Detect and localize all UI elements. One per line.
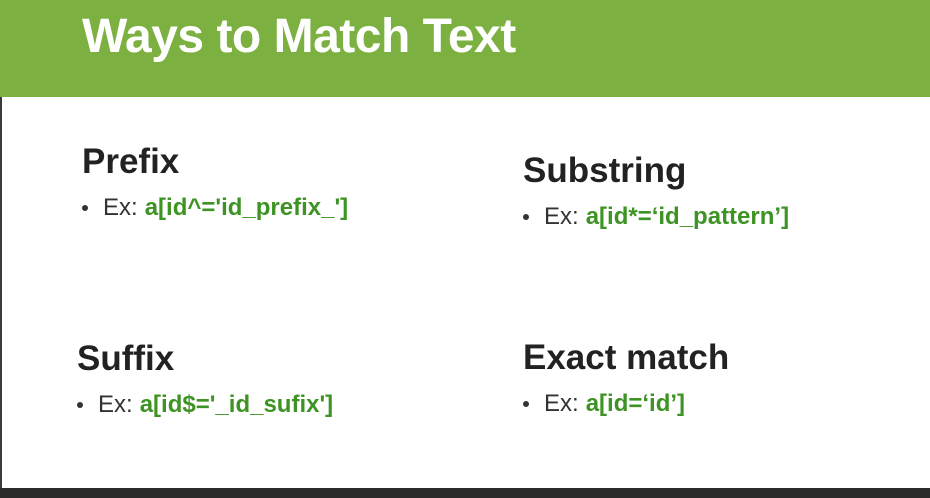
example-label: Ex: <box>544 203 579 230</box>
substring-section: Substring Ex: a[id*=‘id_pattern’] <box>523 150 789 232</box>
prefix-heading: Prefix <box>82 142 180 181</box>
example-label: Ex: <box>544 390 579 417</box>
bullet-dot-icon <box>82 205 88 211</box>
example-label: Ex: <box>98 391 133 418</box>
exact-match-selector-example: a[id=‘id’] <box>585 390 686 417</box>
left-edge-border <box>0 97 2 488</box>
substring-example-row: Ex: a[id*=‘id_pattern’] <box>523 202 789 232</box>
bottom-edge-strip <box>0 488 930 498</box>
exact-match-example-row: Ex: a[id=‘id’] <box>523 389 729 419</box>
bullet-dot-icon <box>77 402 83 408</box>
bullet-dot-icon <box>523 214 529 220</box>
presentation-slide: Ways to Match Text Prefix Ex: a[id^='id_… <box>0 0 930 488</box>
exact-match-section: Exact match Ex: a[id=‘id’] <box>523 337 729 419</box>
prefix-section: Prefix Ex: a[id^='id_prefix_'] <box>82 141 348 223</box>
exact-match-heading: Exact match <box>523 338 730 377</box>
prefix-example-row: Ex: a[id^='id_prefix_'] <box>82 193 348 223</box>
bullet-dot-icon <box>523 401 529 407</box>
title-bar: Ways to Match Text <box>0 0 930 97</box>
substring-selector-example: a[id*=‘id_pattern’] <box>585 203 790 230</box>
suffix-section: Suffix Ex: a[id$='_id_sufix'] <box>77 338 333 420</box>
prefix-selector-example: a[id^='id_prefix_'] <box>144 194 349 221</box>
example-label: Ex: <box>103 194 138 221</box>
suffix-heading: Suffix <box>77 339 175 378</box>
slide-title: Ways to Match Text <box>82 10 516 63</box>
suffix-example-row: Ex: a[id$='_id_sufix'] <box>77 390 333 420</box>
suffix-selector-example: a[id$='_id_sufix'] <box>139 391 334 418</box>
substring-heading: Substring <box>523 151 687 190</box>
